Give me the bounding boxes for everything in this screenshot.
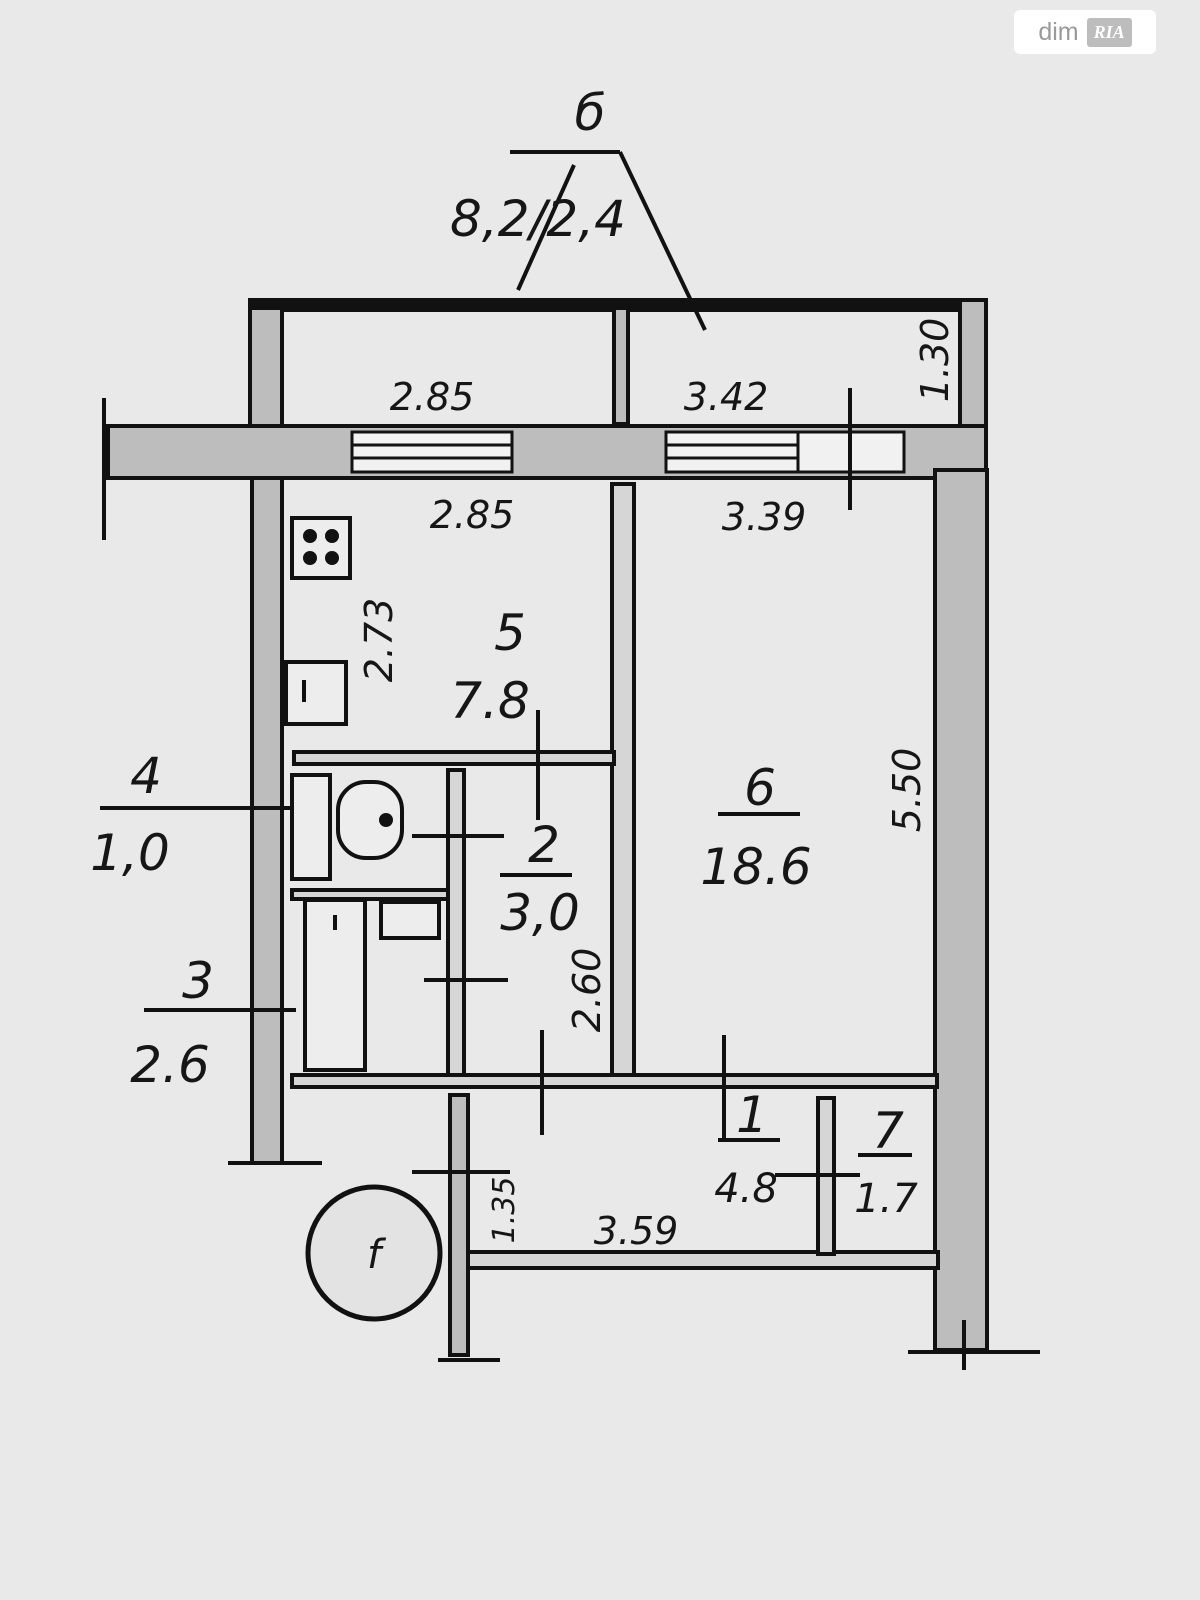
dim-balcony-depth: 1.30: [913, 318, 957, 403]
room-3-area: 2.6: [130, 1036, 210, 1094]
balcony-right-pier: [958, 298, 988, 428]
room-1: 1 4.8: [714, 1086, 778, 1212]
room-window: [664, 430, 800, 474]
partition-kitchen-room: [610, 482, 636, 1082]
partition-kitchen-bath: [292, 750, 616, 766]
balcony-area: 8,2/2,4: [450, 190, 626, 248]
kitchen-sink: [284, 660, 348, 726]
room-5-number: 5: [494, 604, 526, 662]
room-7-area: 1.7: [854, 1176, 918, 1222]
dim-balcony-left: 2.85: [390, 375, 475, 419]
dim-kitchen-width: 2.85: [430, 493, 515, 537]
room-1-area: 4.8: [714, 1166, 778, 1212]
room-5-area: 7.8: [450, 672, 530, 730]
room-4-area: 1,0: [90, 824, 170, 882]
room-6: 6 18.6: [700, 759, 811, 896]
fixtures: [284, 516, 441, 1072]
room-2-number: 2: [528, 816, 560, 874]
watermark-badge: RIA: [1086, 17, 1132, 47]
dim-kitchen-depth: 2.73: [357, 598, 401, 683]
extension-lines: [100, 150, 1040, 1370]
stove: [290, 516, 352, 580]
walls: [106, 298, 989, 1357]
room-3: 3 2.6: [130, 952, 214, 1094]
balcony-left-pier: [248, 306, 284, 428]
right-exterior-wall: [933, 468, 989, 1352]
dim-balcony-right: 3.42: [684, 375, 769, 419]
room-7: 7 1.7: [854, 1102, 918, 1222]
room-4-number: 4: [130, 747, 162, 805]
partition-wc: [290, 888, 454, 901]
windows: [350, 430, 906, 474]
room-1-number: 1: [736, 1086, 768, 1144]
stamp-circle: [305, 1184, 443, 1322]
wash-basin: [379, 900, 441, 940]
left-wall: [250, 476, 284, 1165]
dim-room-width: 3.39: [722, 495, 807, 539]
dim-room-depth: 5.50: [885, 748, 929, 833]
room-6-number: 6: [744, 759, 776, 817]
bathtub: [290, 773, 332, 881]
room-4: 4 1,0: [90, 747, 170, 882]
watermark-brand: dim: [1038, 17, 1079, 46]
kitchen-window: [350, 430, 514, 474]
dim-corridor-depth: 2.60: [565, 948, 609, 1033]
bottom-wall: [466, 1250, 940, 1270]
balcony-label: б: [575, 84, 606, 142]
watermark-logo: dim RIA: [1014, 10, 1156, 54]
balcony-mid-post: [612, 306, 630, 426]
stamp: f: [305, 1184, 443, 1322]
room-6-area: 18.6: [700, 838, 811, 896]
partition-hall: [290, 1073, 939, 1089]
partition-bath-corridor: [446, 768, 466, 1082]
dim-hall-depth: 1.35: [487, 1177, 522, 1244]
hall-left-wall: [448, 1093, 470, 1357]
room-7-number: 7: [872, 1102, 904, 1160]
room-5: 5 7.8: [450, 604, 530, 730]
dim-hall-width: 3.59: [594, 1209, 679, 1253]
toilet: [336, 780, 404, 860]
room-2: 2 3,0: [500, 816, 580, 942]
room-2-area: 3,0: [500, 884, 580, 942]
room-3-number: 3: [182, 952, 214, 1010]
